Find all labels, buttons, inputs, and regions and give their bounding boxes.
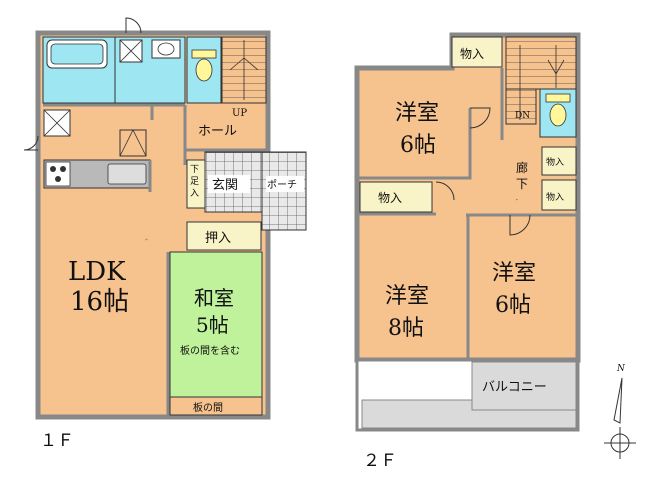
floor2-stairs	[505, 36, 577, 90]
closet-small-2-label: 物入	[546, 191, 564, 203]
north-arrow-icon	[613, 377, 623, 424]
oshiire-label: 押入	[205, 231, 231, 246]
closet-small-1-label: 物入	[546, 156, 564, 168]
stairs-dn-label: DN	[515, 111, 530, 121]
corridor-char-1: 廊	[516, 160, 528, 175]
compass-north-label: N	[616, 364, 626, 374]
oshiire-closet	[186, 221, 262, 251]
itanoma-label: 板の間	[193, 401, 223, 414]
floor2-label: ２Ｆ	[363, 451, 397, 471]
room-c-size: 6帖	[495, 293, 531, 318]
genkan-label: 玄関	[212, 178, 238, 193]
bathtub-inner	[50, 43, 104, 65]
washitsu-note: 板の間を含む	[180, 344, 240, 357]
closet-top	[451, 36, 503, 68]
kitchen-sink	[107, 163, 147, 185]
stairs-up-label: UP	[232, 108, 247, 119]
ldk-name: LDK	[68, 257, 126, 287]
closet-small-2	[541, 179, 577, 211]
room-c-name: 洋室	[492, 261, 536, 286]
toilet-icon-2f	[549, 103, 567, 127]
floor1-plan: UP ホール 下 足 入 下足入 玄関 ポーチ 押入	[23, 17, 307, 451]
compass: N	[604, 364, 636, 459]
balcony-floor	[471, 361, 577, 411]
ldk-size: 16帖	[70, 287, 129, 317]
porch-label: ポーチ	[267, 179, 297, 191]
corridor-char-2: 下	[516, 177, 528, 191]
hall-label: ホール	[198, 124, 237, 139]
room-a-size: 6帖	[400, 133, 436, 158]
stove	[45, 161, 71, 187]
room-b-name: 洋室	[385, 284, 429, 309]
back-door	[125, 17, 142, 34]
shoe-closet-char-3: 入	[190, 188, 199, 199]
shoe-closet-label: 下足入	[145, 238, 148, 241]
corridor-label: 廊下	[516, 198, 518, 201]
washitsu-size: 5帖	[196, 313, 229, 337]
floor1-label: １Ｆ	[40, 431, 74, 451]
shoe-closet-char-2: 足	[190, 176, 199, 187]
room-a-name: 洋室	[395, 101, 439, 126]
washitsu-name: 和室	[194, 286, 234, 310]
side-door	[23, 135, 39, 151]
closet-small-1	[541, 146, 577, 176]
closet-mid-label: 物入	[378, 191, 402, 205]
balcony-label: バルコニー	[482, 380, 547, 395]
washitsu-room	[169, 251, 263, 398]
toilet-icon	[195, 58, 213, 82]
room-b-size: 8帖	[388, 316, 424, 341]
floor2-plan: バルコニー 物入 DN 洋室 6帖 物入 物入 物入 廊 下 廊下	[354, 32, 581, 471]
closet-top-label: 物入	[460, 47, 484, 61]
shoe-closet-char-1: 下	[190, 165, 199, 175]
closet-mid	[359, 181, 433, 213]
itanoma-floor	[169, 396, 263, 416]
